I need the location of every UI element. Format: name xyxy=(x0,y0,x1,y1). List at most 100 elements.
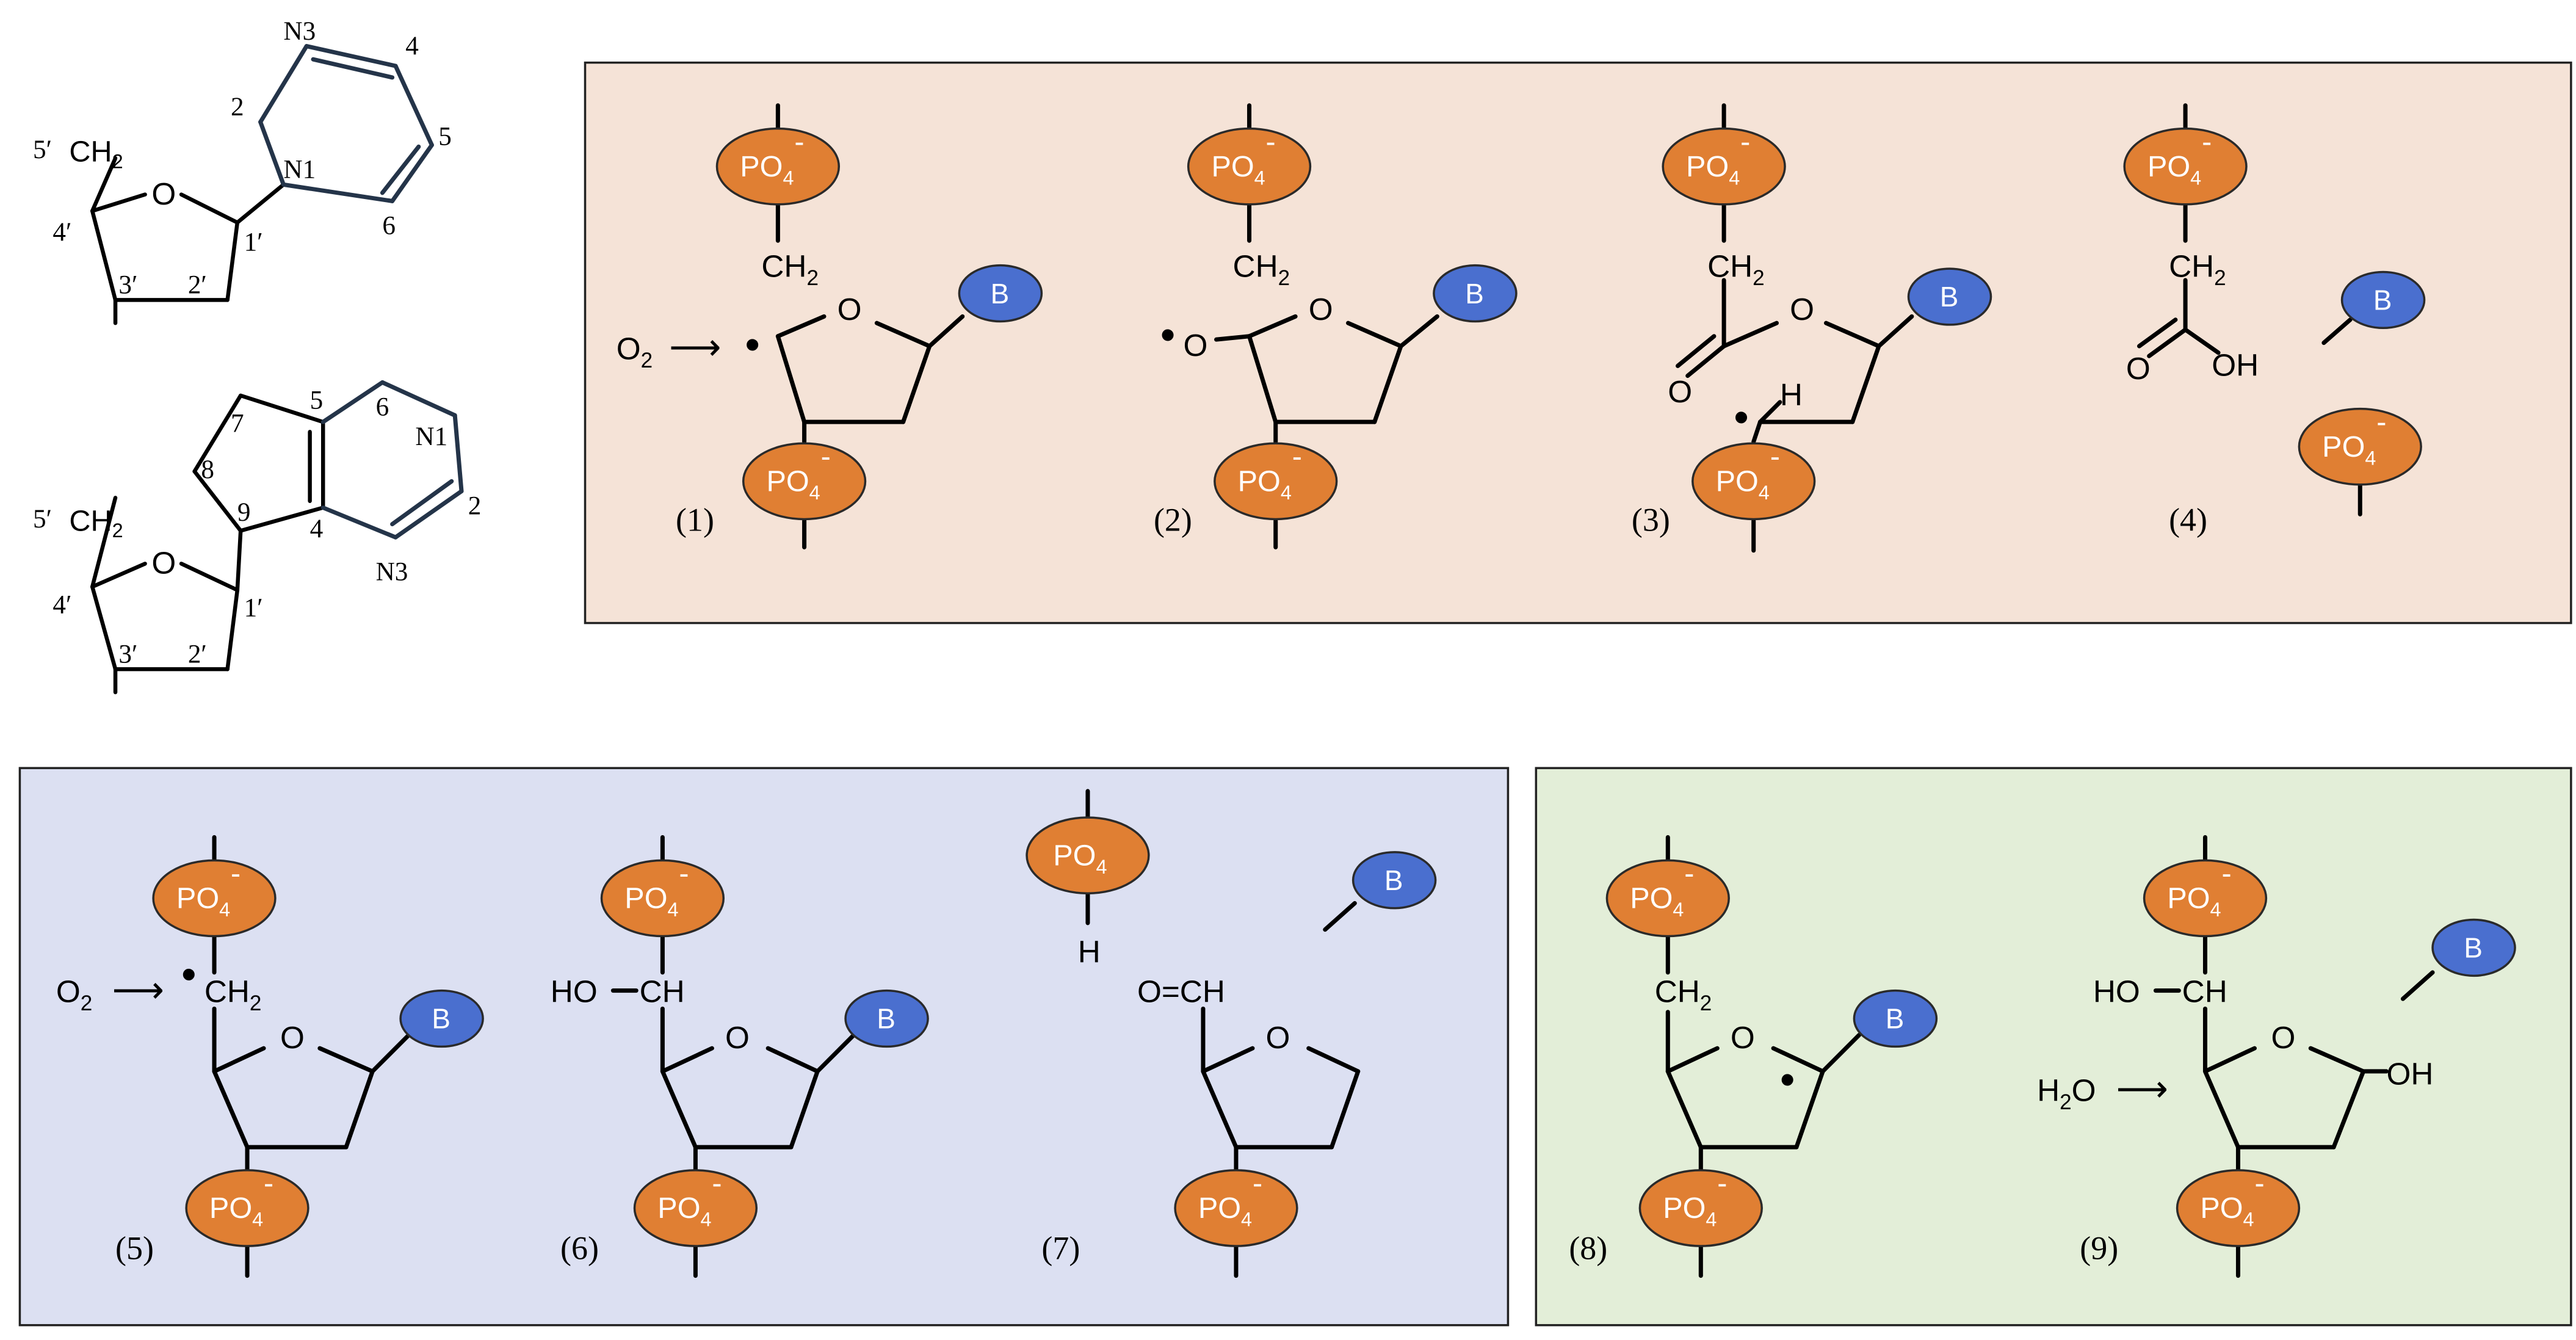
radical-dot: • xyxy=(1780,1056,1795,1104)
phosphate-icon xyxy=(1691,442,1816,521)
ring-atom-n3: N3 xyxy=(376,557,408,586)
phosphate-icon xyxy=(185,1169,309,1247)
phosphate-label: PO4 xyxy=(624,882,678,921)
aldehyde-label: O=CH xyxy=(1137,974,1225,1009)
step-number-4: (4) xyxy=(2169,501,2207,538)
ring-atom-n3: N3 xyxy=(283,17,316,46)
sugar-atom-2prime: 2′ xyxy=(188,640,207,668)
phosphate-label: PO4 xyxy=(209,1192,263,1230)
base-icon xyxy=(2340,270,2426,330)
fused-nucleoside-structure: 5 6 N1 2 N3 4 7 8 9 5′ CH 2 4′ 3′ 2′ 1′ … xyxy=(33,380,482,695)
base-icon xyxy=(1351,851,1437,910)
reaction-arrow: ⟶ xyxy=(669,327,721,368)
phosphate-charge: - xyxy=(1770,440,1780,473)
sugar-atom-5prime: 5′ xyxy=(33,136,52,164)
ring-atom-6: 6 xyxy=(382,211,396,240)
phosphate-label: PO4 xyxy=(657,1192,711,1230)
phosphate-charge: - xyxy=(2254,1167,2264,1200)
phosphate-label: PO4 xyxy=(740,150,794,189)
ring-atom-4: 4 xyxy=(310,515,324,543)
step-numbers: (1) (2) (3) (4) (5) (6) (7) (8) (9) xyxy=(115,501,2207,1266)
phosphate-charge: - xyxy=(712,1167,722,1200)
base-label: B xyxy=(877,1003,895,1035)
phosphate-label: PO4 xyxy=(1630,882,1684,921)
ring-oxygen-label: O xyxy=(725,1020,750,1055)
base-groups xyxy=(399,264,2516,1048)
sugar-ch2-sub: 2 xyxy=(112,520,123,541)
phosphate-charge: - xyxy=(1684,857,1694,890)
sugar-ch2-sub: 2 xyxy=(112,150,123,172)
phosphate-labels: PO4 - PO4 - PO4 - PO4 - PO4 - PO4 - PO4 … xyxy=(176,125,2387,1230)
water-reagent: H2O xyxy=(2037,1073,2096,1114)
base-label: B xyxy=(1940,281,1959,313)
phosphate-label: PO4 xyxy=(1211,150,1265,189)
phosphate-icon xyxy=(742,442,867,521)
radical-dot: • xyxy=(1160,310,1176,358)
sugar-ch2: CH xyxy=(69,136,112,168)
phosphate-label: PO4 xyxy=(2167,882,2221,921)
phosphate-icon xyxy=(2298,407,2422,486)
phosphate-label: PO4 xyxy=(2200,1192,2254,1230)
ring-atom-4: 4 xyxy=(405,32,419,60)
phosphate-icon xyxy=(1662,127,1786,206)
ring-oxygen-label: O xyxy=(280,1020,305,1055)
hydroxyl-label: HO xyxy=(2093,974,2140,1009)
phosphate-label: PO4 xyxy=(1053,839,1107,877)
phosphate-charge: - xyxy=(1253,1167,1262,1200)
phosphate-charge: - xyxy=(1717,1167,1727,1200)
carbonyl-oxygen: O xyxy=(1668,374,1692,409)
phosphate-icon xyxy=(1214,442,1338,521)
phosphate-charge: - xyxy=(264,1167,273,1200)
phosphate-icon xyxy=(1638,1169,1763,1247)
phosphate-charge: - xyxy=(1292,440,1302,473)
phosphate-icon xyxy=(152,859,277,938)
step-number-3: (3) xyxy=(1632,501,1670,538)
ring-atom-2: 2 xyxy=(468,491,482,520)
oxygen-reagent: O2 xyxy=(56,974,92,1015)
base-label: B xyxy=(1465,278,1484,310)
carbonyl-oxygen: O xyxy=(2126,351,2151,386)
phosphate-label: PO4 xyxy=(176,882,230,921)
ch-label: CH xyxy=(2182,974,2227,1009)
sugar-atom-4prime: 4′ xyxy=(52,590,71,619)
phosphate-charge: - xyxy=(679,857,689,890)
ring-atom-7: 7 xyxy=(231,409,244,438)
step-number-5: (5) xyxy=(115,1230,154,1267)
radical-dot: • xyxy=(181,950,197,998)
ring-oxygen-label: O xyxy=(1731,1020,1755,1055)
ring-oxygen-label: O xyxy=(1790,292,1814,327)
phosphate-icon xyxy=(2176,1169,2301,1247)
phosphate-charge: - xyxy=(1740,125,1750,158)
step-number-2: (2) xyxy=(1154,501,1192,538)
sugar-atom-5prime: 5′ xyxy=(33,505,52,534)
step-number-7: (7) xyxy=(1041,1230,1080,1267)
step-number-9: (9) xyxy=(2080,1230,2118,1267)
base-labels: B B B B B B B B B xyxy=(432,278,2483,1035)
panel-5prime-oxidation xyxy=(584,61,2572,625)
phosphate-label: PO4 xyxy=(1238,465,1292,504)
phosphate-icon xyxy=(600,859,725,938)
base-label: B xyxy=(1384,864,1403,896)
step-number-1: (1) xyxy=(676,501,714,538)
ring-atom-8: 8 xyxy=(201,455,214,484)
oxygen-reagent: O2 xyxy=(617,331,653,372)
atom-labels: CH2 CH2 CH2 CH2 CH2 CH2 O O O O O O O O … xyxy=(56,249,2434,1114)
sugar-atom-3prime: 3′ xyxy=(118,271,137,300)
hydroxyl-label: OH xyxy=(2212,348,2259,383)
phosphate-label: PO4 xyxy=(1198,1192,1252,1230)
ring-oxygen-label: O xyxy=(2271,1020,2295,1055)
radical-dot: • xyxy=(745,321,760,369)
phosphate-groups xyxy=(152,127,2422,1247)
ch2-label: CH2 xyxy=(2169,249,2226,290)
reaction-arrow: ⟶ xyxy=(2116,1068,2168,1109)
ring-oxygen-label: O xyxy=(1309,292,1333,327)
sugar-ring-oxygen: O xyxy=(151,546,176,581)
reaction-arrow: ⟶ xyxy=(112,969,164,1010)
ring-atom-9: 9 xyxy=(237,498,251,527)
base-icon xyxy=(958,264,1043,323)
base-icon xyxy=(844,989,929,1048)
base-label: B xyxy=(432,1003,450,1035)
ring-atom-5: 5 xyxy=(310,386,324,415)
phosphate-icon xyxy=(715,127,841,206)
oxyl-oxygen: O xyxy=(1184,328,1208,363)
